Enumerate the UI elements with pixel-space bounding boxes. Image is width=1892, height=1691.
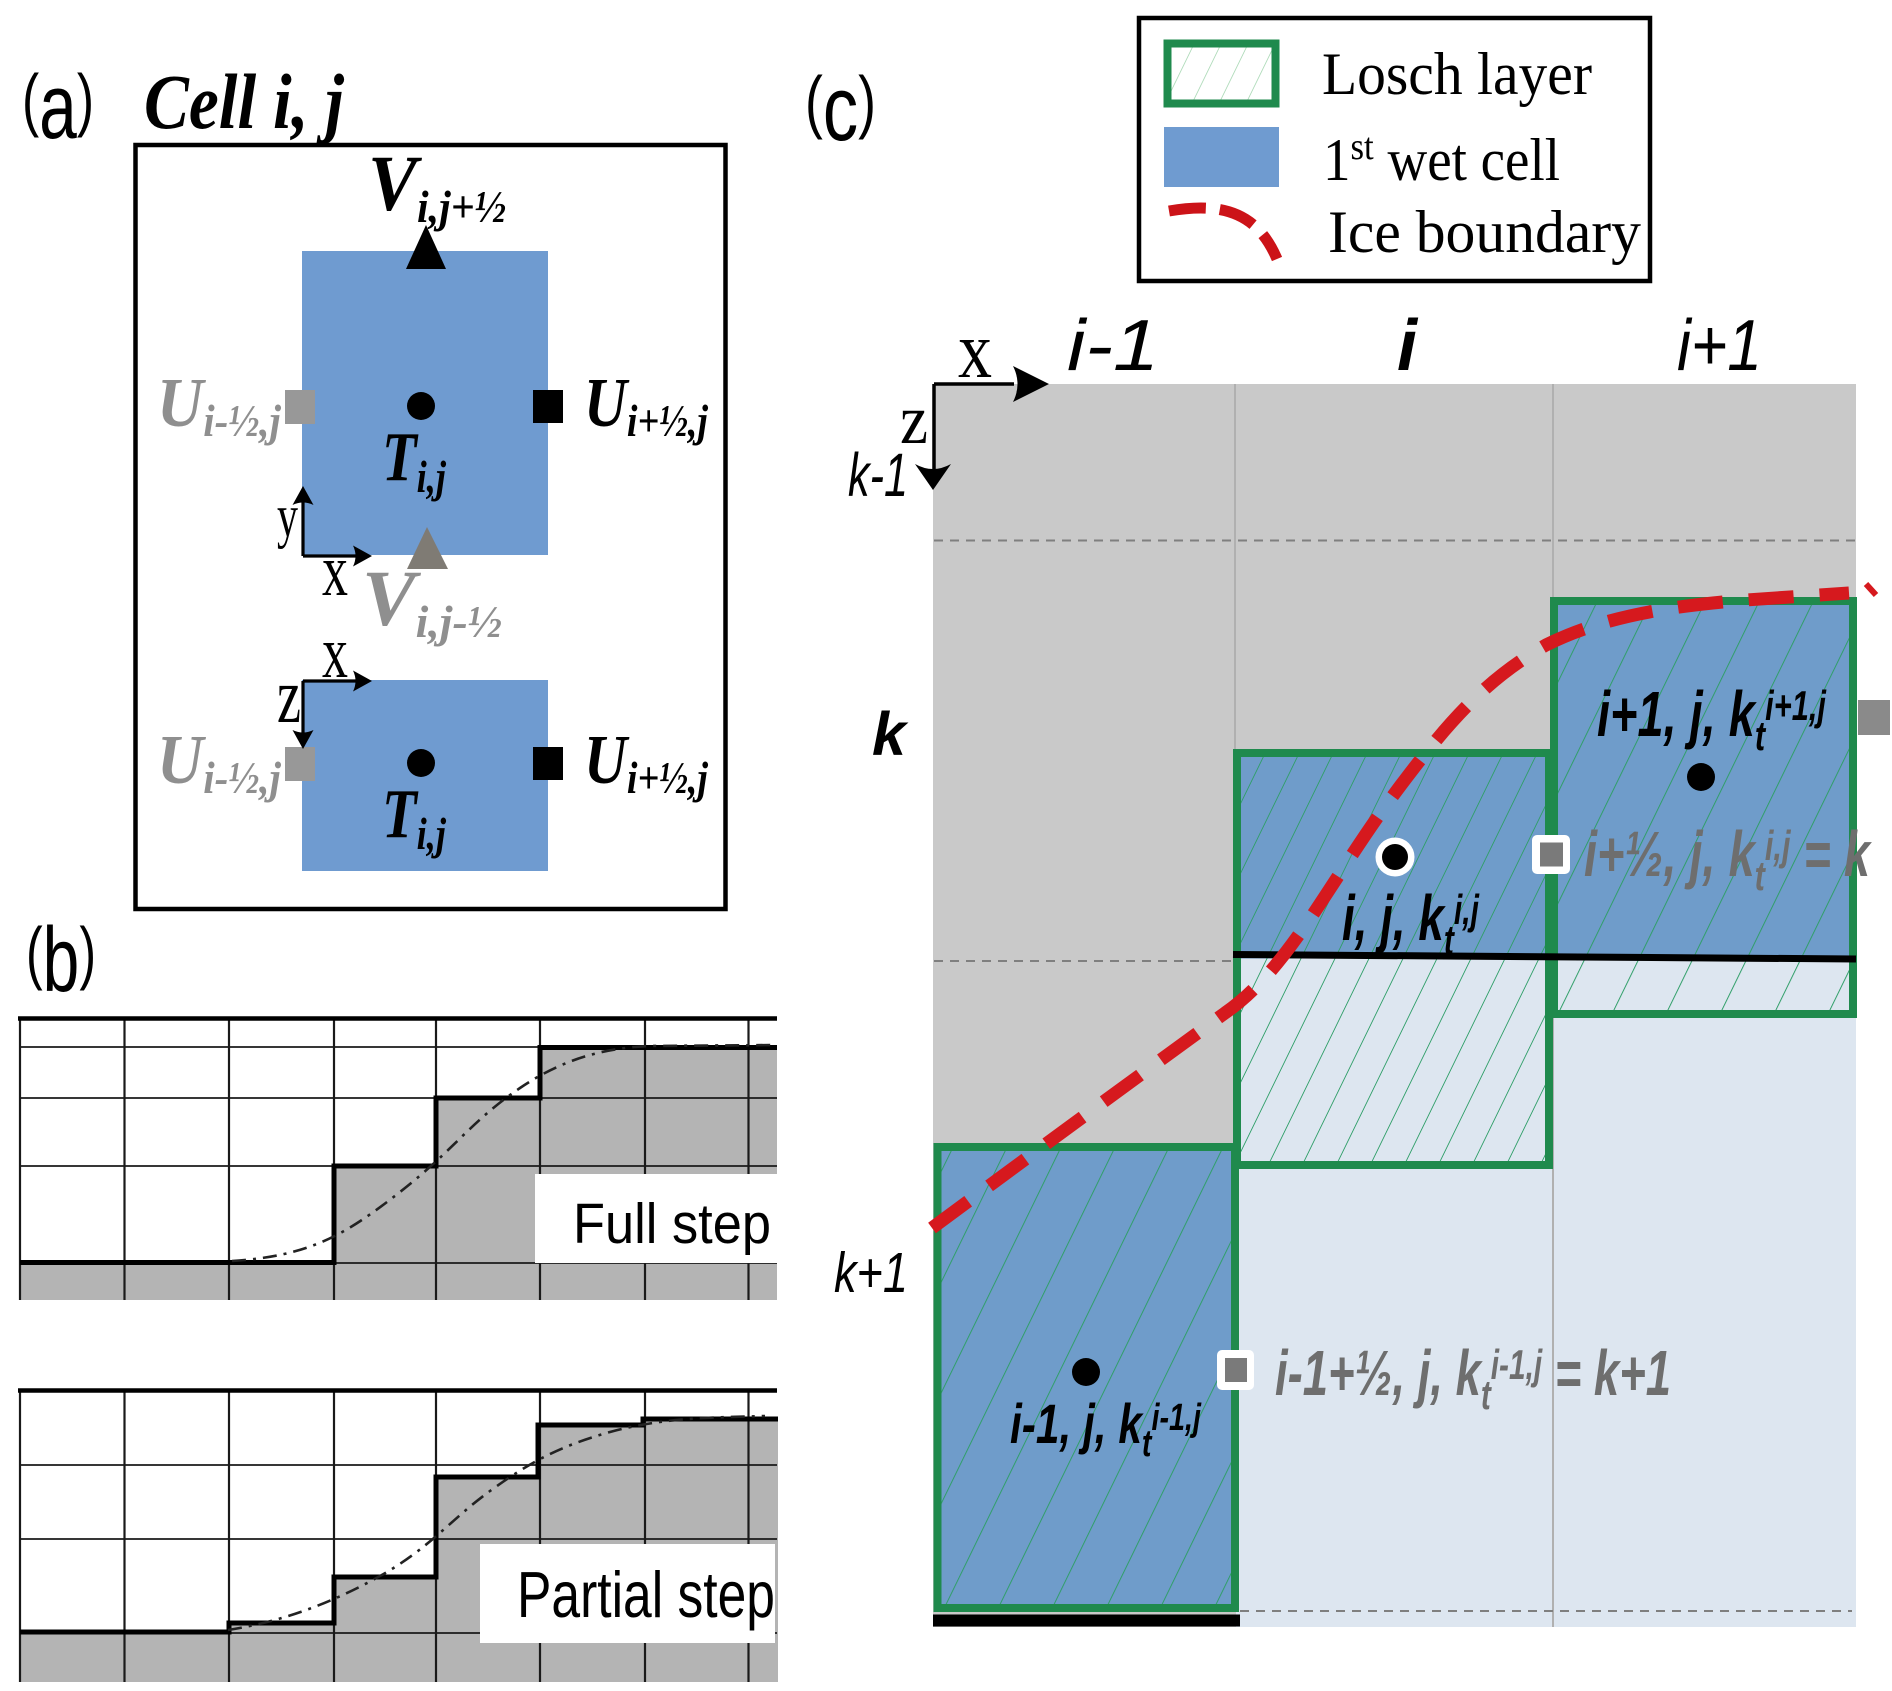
svg-text:i: i xyxy=(1397,306,1419,386)
svg-text:(a): (a) xyxy=(22,56,94,158)
svg-text:i+1: i+1 xyxy=(1677,306,1762,386)
svg-text:x: x xyxy=(322,612,348,694)
svg-text:Full step: Full step xyxy=(573,1192,771,1256)
svg-text:k+1: k+1 xyxy=(834,1241,908,1305)
svg-text:k: k xyxy=(872,700,909,768)
svg-text:z: z xyxy=(277,652,301,739)
svg-text:(c): (c) xyxy=(805,58,876,160)
svg-text:(b): (b) xyxy=(26,909,96,1011)
svg-text:Ice boundary: Ice boundary xyxy=(1328,199,1641,265)
svg-text:k-1: k-1 xyxy=(848,441,908,509)
svg-text:Cell i, j: Cell i, j xyxy=(144,58,344,145)
svg-text:x: x xyxy=(322,530,348,612)
svg-text:i+½, j, kti,j = k: i+½, j, kti,j = k xyxy=(1584,818,1872,899)
svg-text:z: z xyxy=(900,382,928,459)
svg-text:Losch layer: Losch layer xyxy=(1322,41,1592,107)
svg-text:Partial step: Partial step xyxy=(517,1558,775,1631)
svg-text:y: y xyxy=(277,483,298,549)
svg-text:i-1: i-1 xyxy=(1067,306,1159,386)
svg-text:Vi,j+½: Vi,j+½ xyxy=(368,141,506,232)
svg-text:x: x xyxy=(958,307,992,395)
svg-text:i-1+½, j, kti-1,j = k+1: i-1+½, j, kti-1,j = k+1 xyxy=(1275,1337,1671,1418)
